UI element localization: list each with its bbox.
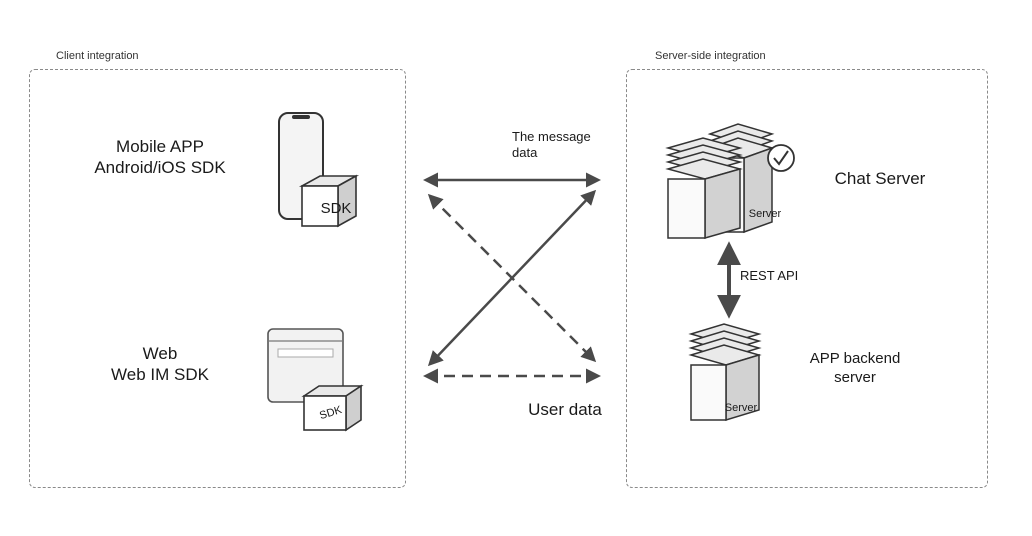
web-to-message-data-arrow — [427, 189, 597, 367]
phone-icon — [278, 112, 360, 228]
browser-icon — [267, 328, 364, 432]
mobile-app-label: Mobile APP Android/iOS SDK — [94, 137, 226, 178]
server-integration-panel — [626, 69, 988, 488]
client-panel-title: Client integration — [52, 50, 143, 62]
server-panel-title: Server-side integration — [651, 50, 770, 62]
client-integration-panel — [29, 69, 406, 488]
chat-server-tag: Server — [748, 208, 782, 220]
chat-server-icon — [665, 123, 775, 239]
backend-server-tag: Server — [724, 402, 758, 414]
chat-server-label: Chat Server — [834, 169, 926, 188]
app-backend-label: APP backend server — [809, 350, 901, 386]
message-data-label: The message data — [512, 129, 591, 161]
user-data-label: User data — [528, 400, 602, 419]
web-label: Web Web IM SDK — [111, 344, 209, 385]
rest-api-label: REST API — [740, 268, 799, 283]
backend-server-icon — [688, 323, 762, 422]
check-badge-icon — [767, 144, 795, 172]
mobile-sdk-tag: SDK — [320, 200, 352, 217]
